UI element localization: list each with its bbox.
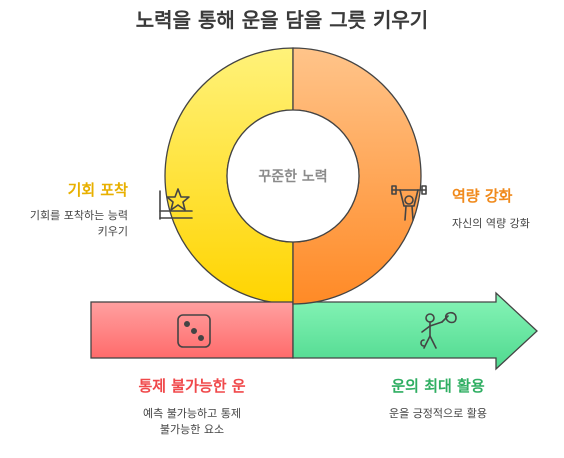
center-circle	[226, 109, 360, 243]
dice-icon	[177, 314, 211, 348]
opportunity-desc-line: 기회를 포착하는 능력	[29, 209, 128, 222]
capability-description: 자신의 역량 강화	[452, 216, 562, 232]
weightlifter-icon	[391, 185, 427, 221]
center-label: 꾸준한 노력	[258, 169, 327, 185]
capability-title: 역량 강화	[452, 187, 513, 205]
luck-use-description: 운을 긍정적으로 활용	[348, 406, 528, 422]
luck-control-desc-line: 불가능한 요소	[159, 423, 225, 436]
person-with-bag-icon	[420, 311, 457, 349]
opportunity-desc-line: 키우기	[97, 225, 128, 238]
luck-control-title: 통제 불가능한 운	[138, 377, 246, 395]
opportunity-title: 기회 포착	[67, 181, 128, 199]
luck-control-description: 예측 불가능하고 통제 불가능한 요소	[102, 406, 282, 438]
page-title: 노력을 통해 운을 담을 그릇 키우기	[135, 8, 429, 32]
luck-use-desc-line: 운을 긍정적으로 활용	[388, 407, 488, 420]
star-flag-icon	[159, 188, 193, 220]
luck-use-arrow	[292, 291, 538, 371]
luck-control-desc-line: 예측 불가능하고 통제	[142, 407, 242, 420]
luck-use-title: 운의 최대 활용	[391, 377, 485, 395]
capability-desc-line: 자신의 역량 강화	[452, 217, 530, 230]
opportunity-description: 기회를 포착하는 능력 키우기	[8, 208, 128, 240]
